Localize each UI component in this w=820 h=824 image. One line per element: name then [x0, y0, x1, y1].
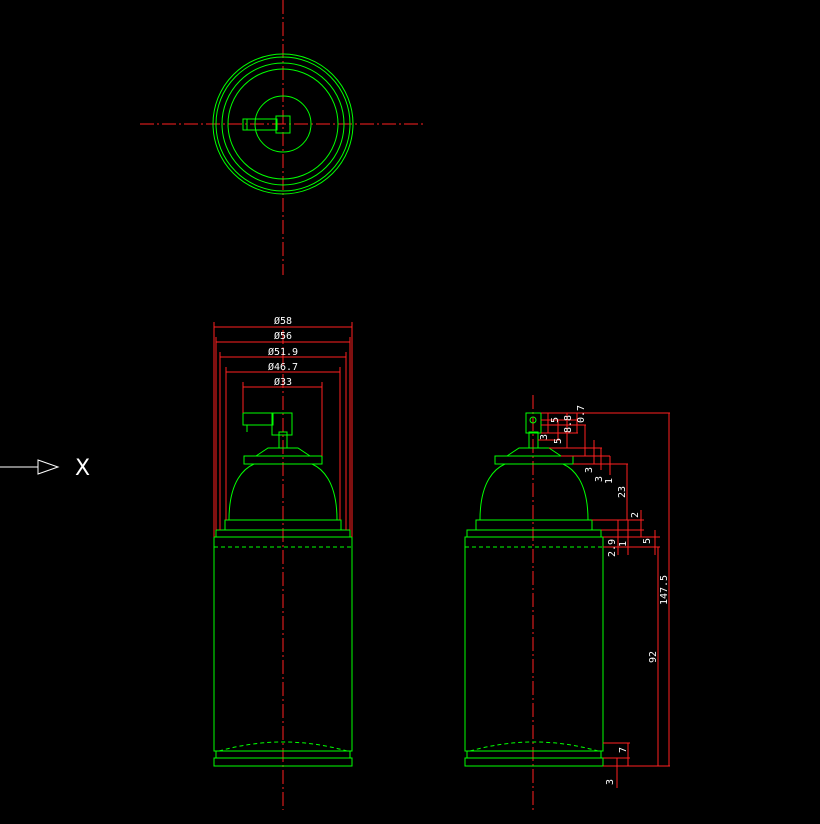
side-view: 5 8.8 0.7 3 5 3 3 1 23 2 2.9 1 5 147.5 9…	[464, 395, 670, 810]
front-valve-cup	[243, 455, 323, 465]
top-view-valve-cup-circle	[254, 95, 312, 153]
top-view-circle-3	[221, 62, 345, 186]
front-bottom-dome	[218, 741, 348, 752]
dim-46-7-text: Ø46.7	[268, 361, 298, 373]
top-view-outer-circle	[212, 53, 354, 195]
side-actuator-head	[525, 412, 542, 434]
front-base-ring	[213, 757, 353, 767]
dim-3a-text: 3	[539, 434, 550, 440]
dim-7-text: 7	[618, 747, 629, 753]
dim-3d-text: 3	[605, 779, 616, 785]
side-bottom-dome	[469, 741, 599, 752]
dim-3b-text: 3	[584, 467, 595, 473]
top-view	[140, 0, 425, 275]
top-view-actuator-arm	[242, 118, 278, 131]
dim-0-7-text: 0.7	[576, 405, 587, 423]
side-dome-rim	[475, 519, 593, 531]
front-dome-rim	[224, 519, 342, 531]
dim-2-text: 2	[630, 512, 641, 518]
side-dome	[479, 463, 589, 521]
side-dimension-texts: 5 8.8 0.7 3 5 3 3 1 23 2 2.9 1 5 147.5 9…	[539, 405, 670, 785]
top-view-circle-2	[215, 56, 351, 192]
side-shoulder-rim	[466, 529, 602, 538]
front-stem	[278, 431, 288, 449]
front-actuator-head	[271, 412, 293, 436]
front-diameter-dims: Ø58 Ø56 Ø51.9 Ø46.7 Ø33	[213, 315, 353, 537]
side-valve-cup	[494, 455, 574, 465]
side-base-ring	[464, 757, 604, 767]
dim-56-text: Ø56	[274, 330, 292, 342]
side-can-body	[464, 536, 604, 752]
view-arrow-head	[37, 459, 60, 475]
side-dimension-lines	[547, 413, 670, 788]
front-view: Ø58 Ø56 Ø51.9 Ø46.7 Ø33	[213, 315, 353, 810]
dim-33-text: Ø33	[274, 376, 292, 388]
dim-3c-text: 3	[594, 476, 605, 482]
top-view-actuator-head	[275, 115, 291, 134]
side-extension-lines	[538, 412, 670, 767]
front-actuator-arm	[242, 412, 274, 426]
top-view-circle-4	[227, 68, 339, 180]
view-direction-marker: X	[0, 456, 90, 481]
dim-5b-text: 5	[553, 438, 564, 444]
dim-51-9-text: Ø51.9	[268, 346, 298, 358]
side-nozzle-circle	[529, 416, 537, 424]
dim-2-9-text: 2.9	[607, 539, 618, 557]
dim-8-8-text: 8.8	[563, 415, 574, 433]
dim-147-5-text: 147.5	[659, 575, 670, 605]
dim-92-text: 92	[648, 651, 659, 663]
dim-5a-text: 5	[550, 417, 561, 423]
dim-58-text: Ø58	[274, 315, 292, 327]
dim-1a-text: 1	[604, 478, 615, 484]
dim-23-text: 23	[617, 486, 628, 498]
dim-1b-text: 1	[618, 541, 629, 547]
view-label: X	[75, 456, 90, 481]
dim-5c-text: 5	[642, 538, 653, 544]
side-valve-mount	[506, 447, 562, 457]
